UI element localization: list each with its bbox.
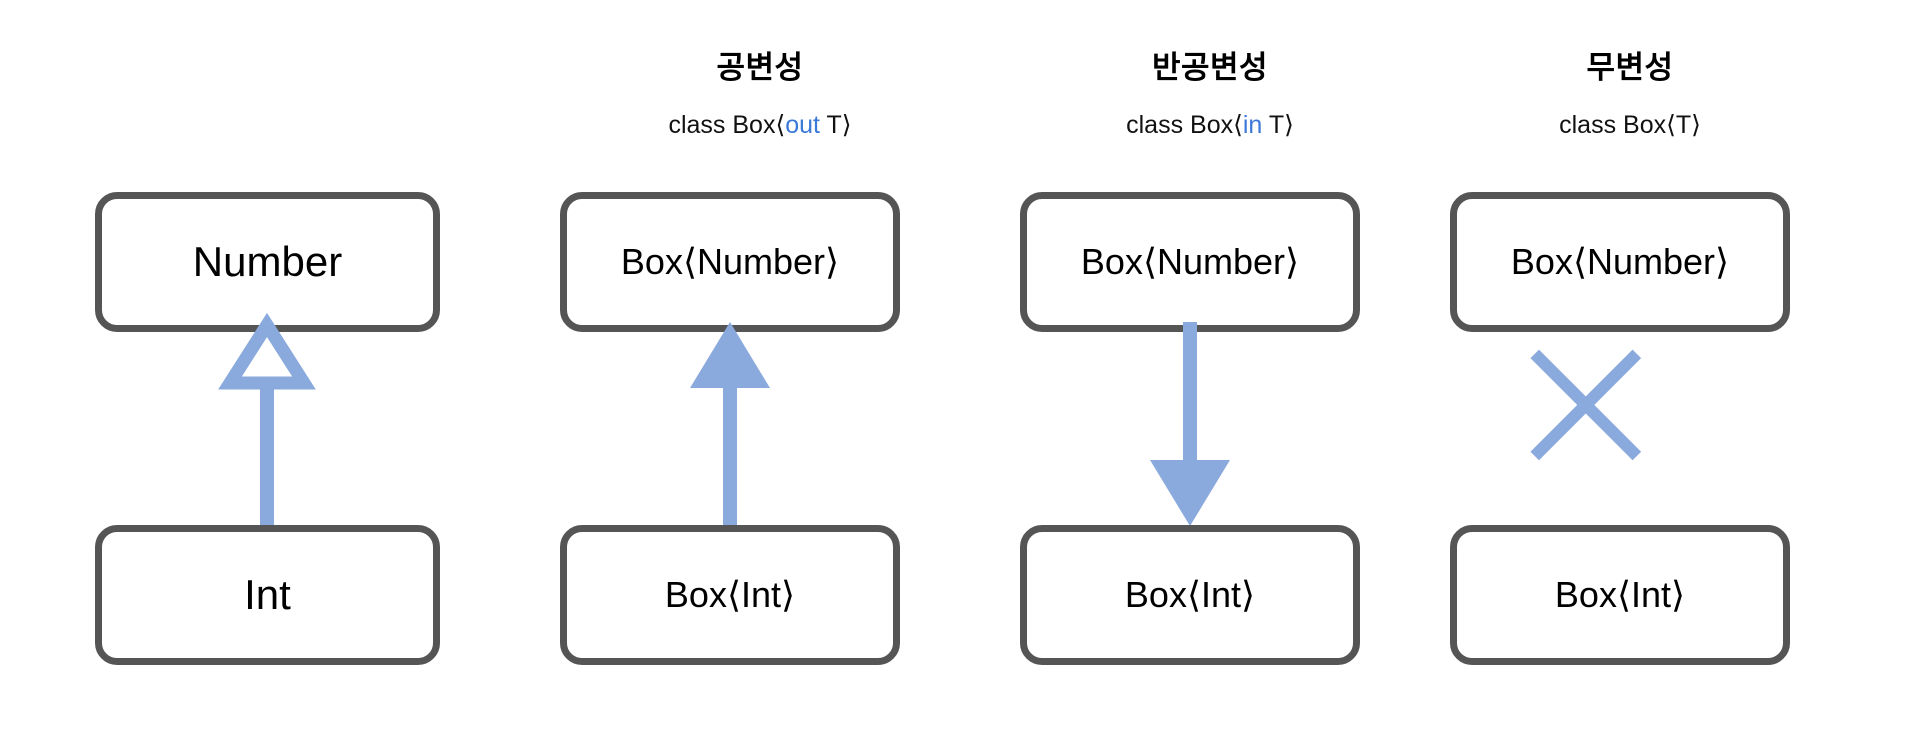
diagram-column-invariance: 무변성 class Box⟨T⟩ Box⟨Number⟩ Box⟨Int⟩ [1310,0,1870,730]
connector-solid-arrow-up [690,322,770,525]
connector-hollow-triangle-arrow-up [218,312,316,525]
code-suffix: T⟩ [1262,111,1294,139]
bottom-node-box: Box⟨Int⟩ [1020,525,1360,665]
top-node-box: Box⟨Number⟩ [560,192,900,332]
column-code-label: class Box⟨T⟩ [1415,110,1845,140]
code-prefix: class Box⟨ [668,111,786,139]
diagram-column-covariance: 공변성 class Box⟨out T⟩ Box⟨Number⟩ Box⟨Int… [450,0,970,730]
diagram-column-subtyping: Number Int [0,0,520,730]
code-suffix: T⟩ [819,111,852,139]
connector-cross-mark [1530,349,1642,461]
diagram-column-contravariance: 반공변성 class Box⟨in T⟩ Box⟨Number⟩ Box⟨Int… [900,0,1420,730]
column-title: 공변성 [716,50,804,85]
top-node-box: Number [95,192,440,332]
column-title: 반공변성 [1151,50,1269,85]
code-keyword: out [785,111,820,139]
bottom-node-box: Box⟨Int⟩ [560,525,900,665]
code-keyword: in [1242,111,1263,139]
connector-solid-arrow-down [1150,322,1230,526]
bottom-node-box: Int [95,525,440,665]
code-prefix: class Box⟨T⟩ [1559,111,1701,139]
column-code-label: class Box⟨out T⟩ [545,110,975,140]
column-code-label: class Box⟨in T⟩ [995,110,1425,140]
top-node-box: Box⟨Number⟩ [1450,192,1790,332]
top-node-box: Box⟨Number⟩ [1020,192,1360,332]
code-prefix: class Box⟨ [1126,111,1243,139]
column-title: 무변성 [1586,50,1674,85]
bottom-node-box: Box⟨Int⟩ [1450,525,1790,665]
